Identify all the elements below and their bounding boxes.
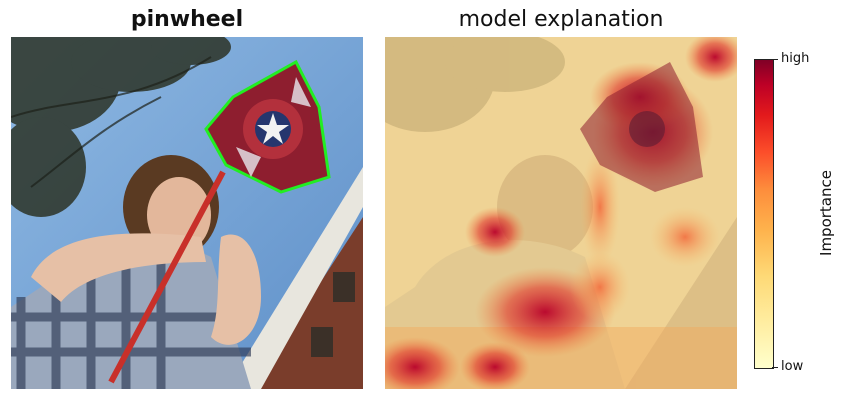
colorbar-low-label: low (781, 359, 804, 374)
arm (31, 233, 206, 302)
colorbar-tick-high (772, 59, 778, 60)
colorbar-high-label: high (781, 51, 810, 66)
pinwheel-stick (108, 170, 226, 384)
original-photo (11, 37, 363, 389)
left-panel-title: pinwheel (130, 7, 244, 32)
colorbar-tick-low (772, 367, 778, 368)
pinwheel (204, 59, 331, 194)
heatmap-overlay (385, 37, 737, 389)
hand (211, 234, 261, 345)
building-roof-edge (226, 167, 363, 389)
colorbar-axis-label: Importance (817, 170, 835, 256)
tree-foliage (11, 37, 231, 217)
original-image (11, 37, 363, 389)
explanation-heatmap (385, 37, 737, 389)
right-panel-title: model explanation (458, 7, 664, 32)
importance-colorbar (754, 59, 774, 369)
